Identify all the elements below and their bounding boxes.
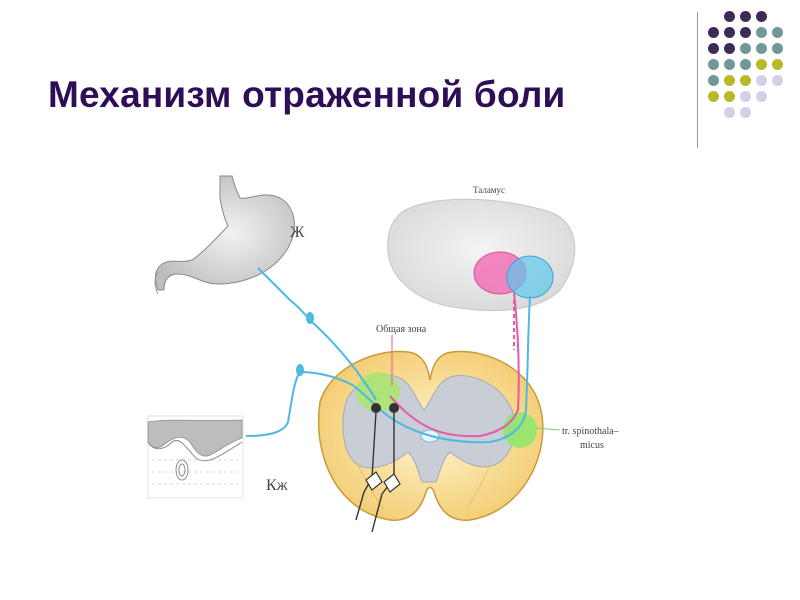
- tract-highlight: [503, 412, 537, 448]
- decorative-dot: [708, 91, 719, 102]
- decorative-dot: [708, 43, 719, 54]
- thalamus-shape: [387, 198, 576, 312]
- decorative-dot-grid: [708, 11, 788, 131]
- decorative-dot: [740, 107, 751, 118]
- thalamus-nucleus-blue: [506, 255, 554, 299]
- decorative-dot: [740, 27, 751, 38]
- decorative-dot: [708, 75, 719, 86]
- stomach-label: Ж: [290, 224, 305, 241]
- decorative-dot: [740, 75, 751, 86]
- skin-section-illustration: [147, 415, 244, 499]
- decorative-dot: [756, 43, 767, 54]
- decorative-dot: [724, 75, 735, 86]
- decorative-divider: [697, 12, 698, 148]
- decorative-dot: [772, 59, 783, 70]
- decorative-dot: [740, 43, 751, 54]
- tract-label-line1: tr. spinothala–: [562, 426, 620, 437]
- motor-neurons: [355, 403, 401, 533]
- spinothalamic-blue-fiber: [373, 295, 531, 444]
- decorative-dot: [724, 107, 735, 118]
- decorative-dot: [740, 59, 751, 70]
- tract-label-line2: micus: [580, 440, 604, 451]
- decorative-dot: [756, 59, 767, 70]
- skin-ganglion: [296, 364, 304, 376]
- spinothalamic-pink-fiber: [389, 291, 520, 438]
- decorative-dot: [756, 11, 767, 22]
- decorative-dot: [772, 75, 783, 86]
- stomach-illustration: [154, 175, 295, 295]
- decorative-dot: [724, 11, 735, 22]
- decorative-dot: [772, 43, 783, 54]
- skin-label: Кж: [266, 477, 289, 494]
- visceral-ganglion: [306, 312, 314, 324]
- decorative-dot: [772, 27, 783, 38]
- decorative-dot: [708, 27, 719, 38]
- decorative-dot: [740, 91, 751, 102]
- common-zone-highlight: [356, 372, 400, 412]
- decorative-dot: [740, 11, 751, 22]
- decorative-dot: [724, 59, 735, 70]
- slide-title: Механизм отраженной боли: [48, 74, 566, 115]
- decorative-dot: [756, 27, 767, 38]
- decorative-dot: [756, 75, 767, 86]
- decorative-dot: [756, 91, 767, 102]
- decorative-dot: [724, 91, 735, 102]
- thalamus-label: Таламус: [473, 185, 505, 195]
- referred-pain-diagram: Ж Таламус Кж Общая зона tr. spinothala– …: [147, 175, 620, 533]
- decorative-dot: [708, 59, 719, 70]
- common-zone-label: Общая зона: [376, 324, 427, 335]
- decorative-dot: [724, 27, 735, 38]
- decorative-dot: [724, 43, 735, 54]
